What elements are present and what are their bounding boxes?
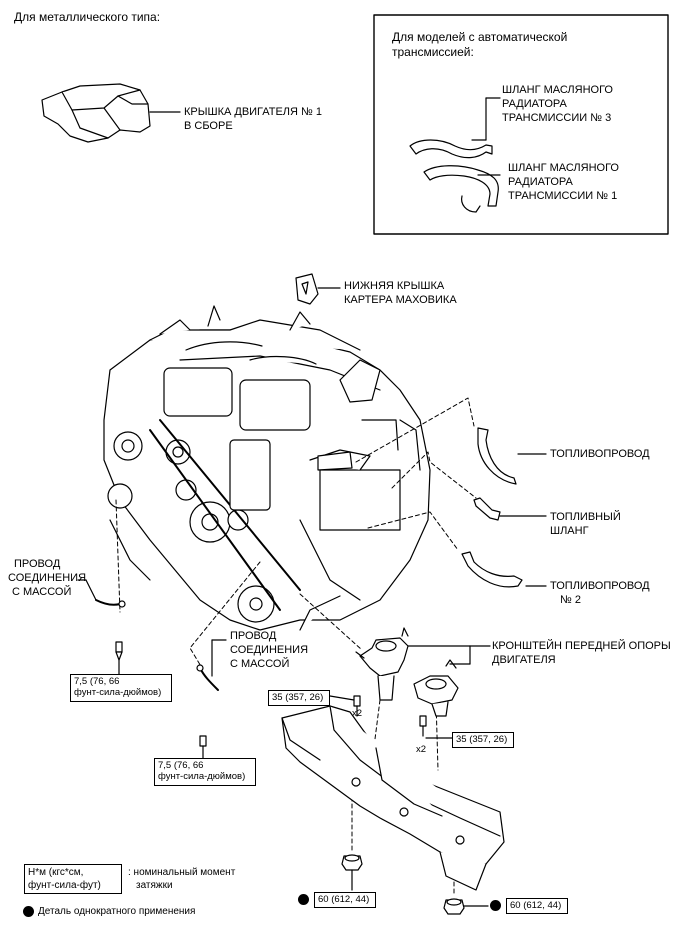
nut-left (341, 854, 363, 871)
qty-bracket-right: x2 (416, 744, 427, 755)
atf-hose-3 (409, 139, 493, 159)
fuel-pipe-2 (461, 551, 523, 588)
engine-mount-left (355, 627, 409, 701)
fuel-hose (473, 497, 501, 521)
label-fuel-pipe: ТОПЛИВОПРОВОД (550, 448, 650, 460)
inset-title-line2: трансмиссией: (392, 45, 474, 59)
engine-mount-right (413, 659, 459, 717)
one-time-use-marker-left (298, 894, 309, 905)
atf-hose-1 (423, 165, 499, 213)
torque-box-ground-mid: 7,5 (76, 66 фунт-сила-дюймов) (154, 758, 256, 786)
torque-box-bracket-right: 35 (357, 26) (452, 732, 514, 748)
legend-one-time-use-icon (23, 906, 34, 917)
nut-right (443, 898, 465, 915)
qty-bracket-left: x2 (352, 708, 363, 719)
legend-unit-desc-line1: : номинальный момент (128, 867, 236, 878)
metal-type-heading: Для металлического типа: (14, 10, 161, 24)
torque-box-bottom-right: 60 (612, 44) (506, 898, 568, 914)
torque-box-ground-left: 7,5 (76, 66 фунт-сила-дюймов) (70, 674, 172, 702)
fuel-pipe (477, 427, 517, 485)
engine-cover-part (41, 83, 151, 143)
front-crossmember (281, 705, 505, 891)
legend-one-time-use-text: Деталь однократного применения (38, 906, 196, 917)
inset-frame (373, 14, 669, 235)
torque-box-bottom-left: 60 (612, 44) (314, 892, 376, 908)
legend-unit-desc-line2: затяжки (136, 880, 173, 891)
one-time-use-marker-right (490, 900, 501, 911)
ground-wire-left-part (95, 599, 121, 606)
torque-box-bracket-left: 35 (357, 26) (268, 690, 330, 706)
engine-assembly (103, 305, 431, 631)
inset-title-line1: Для моделей с автоматической (392, 30, 568, 44)
ground-wire-mid-part (199, 667, 219, 691)
legend-unit-box: Н*м (кгс*см, фунт-сила-фут) (24, 864, 122, 894)
